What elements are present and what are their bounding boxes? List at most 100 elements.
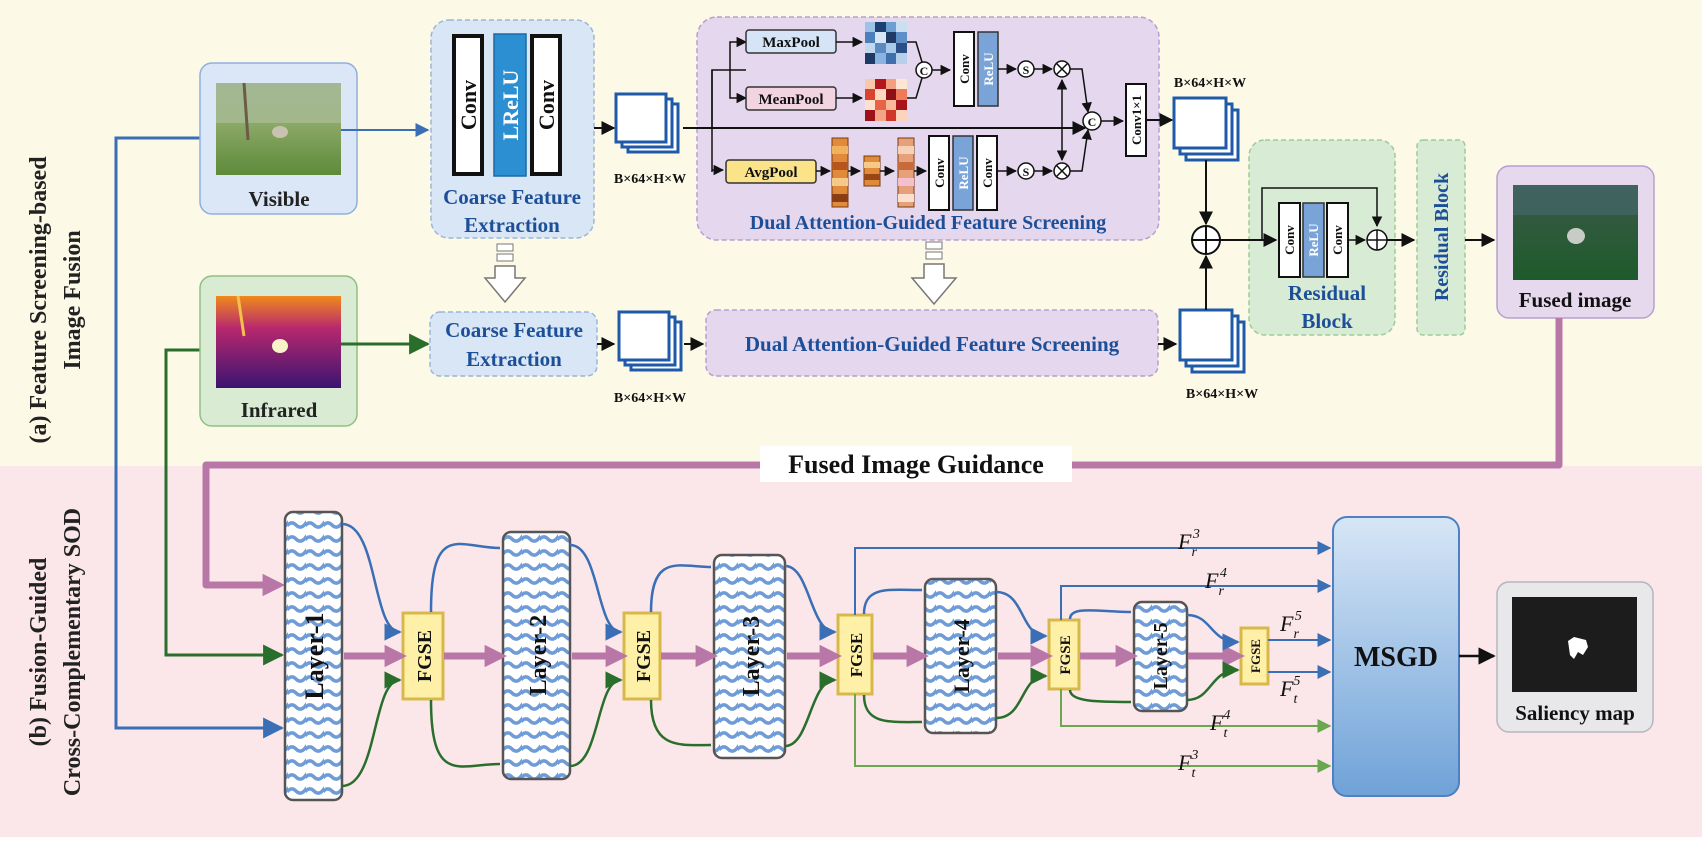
svg-text:Conv: Conv — [957, 54, 972, 84]
svg-text:C: C — [1088, 115, 1097, 129]
svg-text:LReLU: LReLU — [498, 69, 523, 140]
fused-guidance-path — [202, 318, 1563, 597]
svg-text:Fr3: Fr3 — [1177, 527, 1200, 560]
dim-label-vis-1: B×64×H×W — [614, 172, 686, 187]
svg-text:Image Fusion: Image Fusion — [60, 230, 86, 369]
svg-text:Dual Attention-Guided Feature: Dual Attention-Guided Feature Screening — [750, 212, 1106, 234]
fgse-4: FGSE — [1047, 618, 1081, 691]
svg-text:Residual Block: Residual Block — [1431, 172, 1453, 301]
feature-label-ft5: Ft5 — [1279, 674, 1300, 707]
feature-label-fr3: Fr3 — [1177, 527, 1200, 560]
svg-text:FGSE: FGSE — [1058, 635, 1074, 674]
svg-text:Coarse Feature: Coarse Feature — [445, 318, 583, 342]
residual-block-compact: Residual Block — [1416, 139, 1466, 336]
svg-text:FGSE: FGSE — [847, 633, 866, 677]
fgse-5: FGSE — [1239, 626, 1270, 686]
svg-text:FGSE: FGSE — [633, 630, 655, 682]
fgse-1: FGSE — [401, 611, 445, 701]
svg-text:Fr4: Fr4 — [1204, 566, 1227, 599]
svg-text:Conv: Conv — [1282, 225, 1297, 255]
thermal-stream-curves — [341, 661, 1240, 788]
svg-text:Dual Attention-Guided Feature: Dual Attention-Guided Feature Screening — [745, 332, 1120, 356]
share-arrow-coarse — [483, 243, 527, 304]
svg-text:Block: Block — [1301, 309, 1353, 333]
svg-text:MSGD: MSGD — [1354, 642, 1438, 673]
svg-text:Layer-5: Layer-5 — [1150, 622, 1172, 689]
svg-text:Conv: Conv — [932, 158, 947, 188]
dim-label-vis-2: B×64×H×W — [1174, 76, 1246, 91]
svg-text:FGSE: FGSE — [1248, 639, 1263, 673]
feature-stack-vis-2 — [1172, 96, 1240, 162]
svg-text:C: C — [920, 64, 929, 78]
expanded-vector — [897, 137, 915, 208]
svg-text:ReLU: ReLU — [956, 156, 971, 190]
coarse-feature-extraction-visible: Conv LReLU Conv Coarse Feature Extractio… — [430, 19, 595, 239]
feature-label-ft4: Ft4 — [1209, 708, 1230, 741]
feature-stack-ir-1 — [617, 310, 683, 372]
coarse-feature-extraction-infrared: Coarse Feature Extraction — [429, 311, 598, 377]
svg-text:MaxPool: MaxPool — [762, 35, 820, 51]
svg-text:Layer-4: Layer-4 — [949, 619, 974, 693]
svg-text:S: S — [1023, 63, 1030, 77]
layer-5: Layer-5 — [1132, 600, 1189, 713]
svg-text:Coarse Feature: Coarse Feature — [443, 185, 581, 209]
rgb-stream-curves — [341, 522, 1240, 651]
svg-text:Conv: Conv — [980, 158, 995, 188]
svg-text:Layer-1: Layer-1 — [300, 612, 329, 699]
svg-text:Saliency map: Saliency map — [1515, 701, 1635, 725]
saliency-map-card: Saliency map — [1496, 581, 1654, 733]
feature-label-ft3: Ft3 — [1177, 748, 1198, 781]
layer-1: Layer-1 — [283, 510, 344, 802]
layer-2: Layer-2 — [501, 530, 572, 781]
msgd-module: MSGD — [1332, 516, 1460, 797]
svg-text:Conv: Conv — [534, 80, 559, 130]
dags-block-visible: MaxPool MeanPool AvgPool — [683, 16, 1160, 241]
svg-text:Ft5: Ft5 — [1279, 674, 1300, 707]
layer-4: Layer-4 — [923, 577, 998, 735]
maxpool-map — [865, 22, 907, 64]
visible-input-card: Visible — [199, 62, 358, 215]
feature-label-fr4: Fr4 — [1204, 566, 1227, 599]
dags-block-infrared: Dual Attention-Guided Feature Screening — [705, 309, 1159, 377]
svg-text:Fr5: Fr5 — [1279, 609, 1302, 642]
svg-text:Conv: Conv — [456, 80, 481, 130]
svg-text:(a) Feature Screening-based: (a) Feature Screening-based — [26, 156, 52, 444]
svg-text:Layer-2: Layer-2 — [526, 615, 552, 695]
infrared-to-layer1-path — [164, 348, 285, 666]
svg-text:S: S — [1023, 165, 1030, 179]
share-arrow-dags — [910, 241, 958, 306]
feature-stack-ir-2 — [1178, 308, 1246, 374]
layer-3: Layer-3 — [712, 553, 787, 760]
svg-text:Infrared: Infrared — [241, 398, 318, 422]
multi-scale-feature-lines — [854, 541, 1332, 773]
compressed-vector — [863, 155, 881, 187]
svg-text:Ft4: Ft4 — [1209, 708, 1230, 741]
svg-text:Conv1×1: Conv1×1 — [1129, 95, 1144, 145]
fgse-3: FGSE — [836, 613, 874, 696]
svg-text:Conv: Conv — [1330, 225, 1345, 255]
svg-text:Extraction: Extraction — [466, 347, 562, 371]
section-b-label: (b) Fusion-Guided Cross-Complementary SO… — [26, 508, 86, 796]
fgse-2: FGSE — [622, 611, 662, 701]
svg-text:ReLU: ReLU — [981, 52, 996, 86]
svg-text:Visible: Visible — [248, 187, 309, 211]
svg-text:ReLU: ReLU — [1306, 223, 1321, 257]
avgpool-vector — [831, 137, 849, 208]
svg-text:Residual: Residual — [1288, 281, 1366, 305]
fused-guidance-label: Fused Image Guidance — [788, 450, 1044, 479]
svg-text:(b) Fusion-Guided: (b) Fusion-Guided — [26, 557, 52, 746]
fused-image-card: Fused image — [1496, 165, 1655, 319]
dim-label-ir-2: B×64×H×W — [1186, 387, 1258, 402]
infrared-input-card: Infrared — [199, 275, 358, 427]
svg-text:AvgPool: AvgPool — [744, 165, 797, 181]
svg-text:MeanPool: MeanPool — [759, 92, 824, 108]
residual-block-detailed: Conv ReLU Conv Residual Block — [1220, 139, 1396, 336]
visible-to-layer1-path — [114, 136, 285, 739]
feature-label-fr5: Fr5 — [1279, 609, 1302, 642]
section-a-label: (a) Feature Screening-based Image Fusion — [26, 156, 86, 444]
svg-text:Ft3: Ft3 — [1177, 748, 1198, 781]
svg-text:Layer-3: Layer-3 — [739, 616, 765, 696]
add-node — [1191, 225, 1221, 255]
svg-text:FGSE: FGSE — [414, 630, 436, 682]
